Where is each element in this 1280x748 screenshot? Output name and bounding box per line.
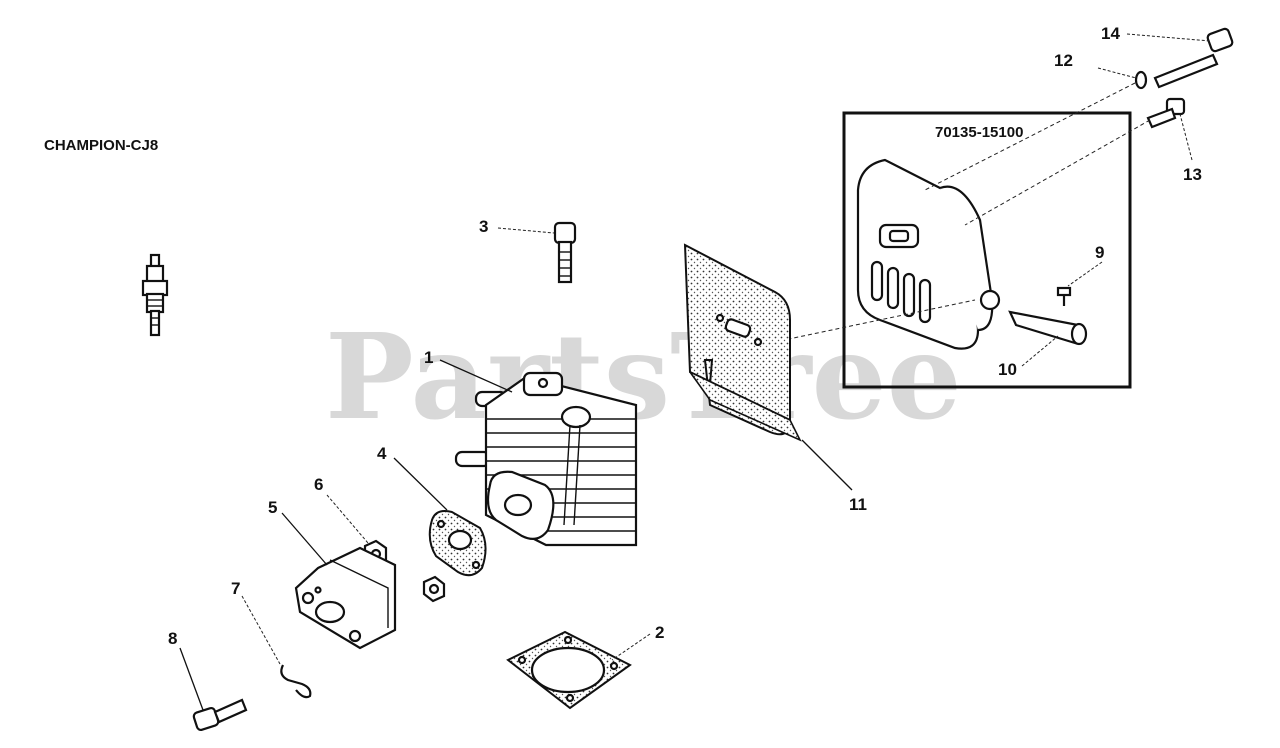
spark-arrestor (1008, 310, 1088, 346)
insulator-bolt (192, 698, 248, 732)
insulator (294, 546, 397, 650)
muffler-kit-frame (842, 111, 1132, 389)
spark-plug (141, 253, 169, 337)
muffler-bolt-short (1146, 97, 1186, 129)
callout-12: 12 (1054, 51, 1073, 70)
cylinder (454, 371, 638, 547)
callout-6: 6 (314, 475, 323, 494)
muffler (856, 158, 1001, 350)
muffler-screw (1056, 286, 1072, 306)
callout-10: 10 (998, 360, 1017, 379)
callout-14: 14 (1101, 24, 1120, 43)
callout-11: 11 (849, 495, 867, 514)
muffler-bolt-long (1153, 27, 1234, 89)
callout-1: 1 (424, 348, 433, 367)
cylinder-bolt (553, 221, 577, 284)
callout-3: 3 (479, 217, 488, 236)
callout-8: 8 (168, 629, 177, 648)
callout-2: 2 (655, 623, 664, 642)
muffler-kit-part-number: 70135-15100 (935, 124, 1023, 141)
watermark-text: PartsTree (325, 307, 962, 446)
callout-5: 5 (268, 498, 277, 517)
callout-9: 9 (1095, 243, 1104, 262)
heat-shield (683, 243, 802, 442)
callout-4: 4 (377, 444, 387, 463)
callout-13: 13 (1183, 165, 1202, 184)
pin-clip (280, 664, 312, 699)
nut-second (422, 575, 446, 603)
washer (1134, 70, 1148, 90)
cylinder-gasket (506, 630, 632, 710)
callout-7: 7 (231, 579, 240, 598)
intake-gasket (428, 510, 487, 577)
spark-plug-label: CHAMPION-CJ8 (44, 137, 158, 154)
